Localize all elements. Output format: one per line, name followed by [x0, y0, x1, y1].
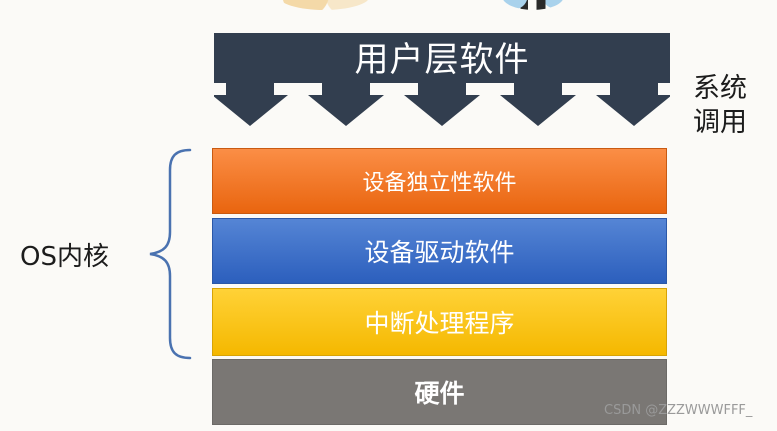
cartoon-figure-left: [278, 0, 370, 10]
arrow-banner-shape: [214, 33, 670, 126]
system-call-line1: 系统: [693, 73, 747, 104]
layer-label: 设备驱动软件: [364, 238, 515, 267]
layer-device-driver-software: 设备驱动软件: [212, 218, 667, 284]
system-call-line2: 调用: [693, 107, 747, 138]
layer-device-independent-software: 设备独立性软件: [212, 148, 667, 214]
system-call-label: 系统 调用: [688, 72, 752, 140]
cartoon-figure-right: [502, 0, 564, 10]
layer-label: 硬件: [414, 379, 465, 408]
user-layer-label: 用户层软件: [354, 40, 530, 80]
layer-label: 设备独立性软件: [362, 171, 517, 196]
os-kernel-brace: [140, 148, 200, 360]
layer-label: 中断处理程序: [364, 309, 515, 338]
user-layer-banner: [214, 33, 670, 126]
curly-brace-icon: [149, 148, 192, 360]
top-cropped-illustrations: [0, 0, 777, 12]
user-layer-arrows: [214, 33, 670, 126]
watermark: CSDN @ZZZWWWFFF_: [604, 403, 753, 418]
layer-interrupt-handler: 中断处理程序: [212, 288, 667, 356]
layer-hardware: 硬件: [212, 359, 667, 425]
os-kernel-label: OS内核: [20, 242, 109, 272]
